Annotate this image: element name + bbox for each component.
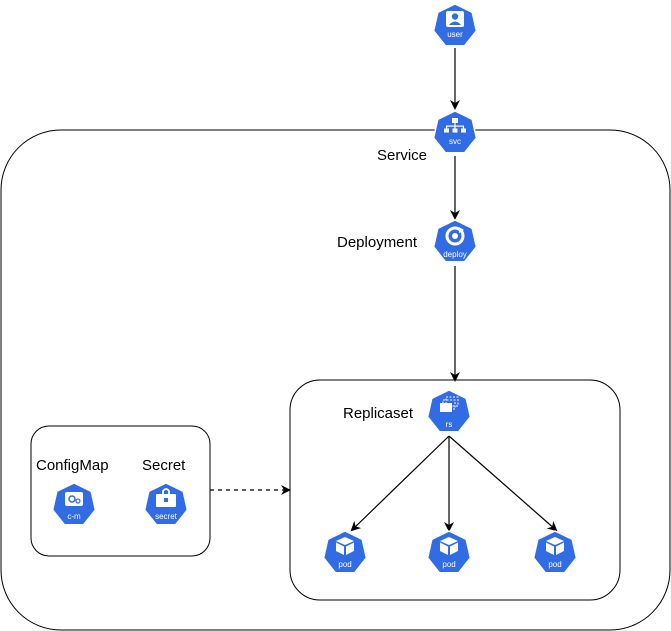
pod-icon: [440, 537, 458, 555]
label-service: Service: [377, 147, 427, 164]
rs-icon-label: rs: [446, 420, 453, 429]
pod-node-2: pod: [426, 530, 472, 574]
edge-rs-pod3: [448, 435, 558, 532]
pod-node-1: pod: [322, 530, 368, 574]
pod1-icon-label: pod: [338, 560, 351, 569]
rs-node: rs: [426, 389, 472, 433]
label-secret: Secret: [142, 457, 186, 474]
user-icon-label: user: [447, 30, 463, 39]
pod3-icon-label: pod: [548, 560, 561, 569]
edge-rs-pod1: [350, 435, 450, 532]
pod-icon: [546, 537, 564, 555]
deploy-icon-label: deploy: [443, 250, 467, 259]
service-container: [0, 129, 671, 631]
cm-icon-label: c-m: [67, 512, 81, 521]
svc-node: svc: [432, 110, 478, 154]
deploy-node: deploy: [432, 219, 478, 263]
configmap-icon: [65, 492, 83, 506]
pod-icon: [336, 537, 354, 555]
label-configmap: ConfigMap: [36, 457, 109, 474]
secret-icon: [156, 488, 176, 507]
pod2-icon-label: pod: [442, 560, 455, 569]
deployment-icon: [445, 226, 465, 246]
secret-icon-label: secret: [155, 512, 178, 521]
label-deployment: Deployment: [337, 234, 418, 251]
config-secret-container: [30, 425, 211, 557]
user-icon: [446, 11, 464, 27]
pod-node-3: pod: [532, 530, 578, 574]
replicaset-icon: [440, 396, 459, 412]
secret-node: secret: [143, 482, 189, 526]
service-icon: [444, 118, 466, 133]
user-node: user: [432, 3, 478, 47]
svc-icon-label: svc: [449, 137, 461, 146]
label-replicaset: Replicaset: [343, 405, 414, 422]
cm-node: c-m: [51, 482, 97, 526]
